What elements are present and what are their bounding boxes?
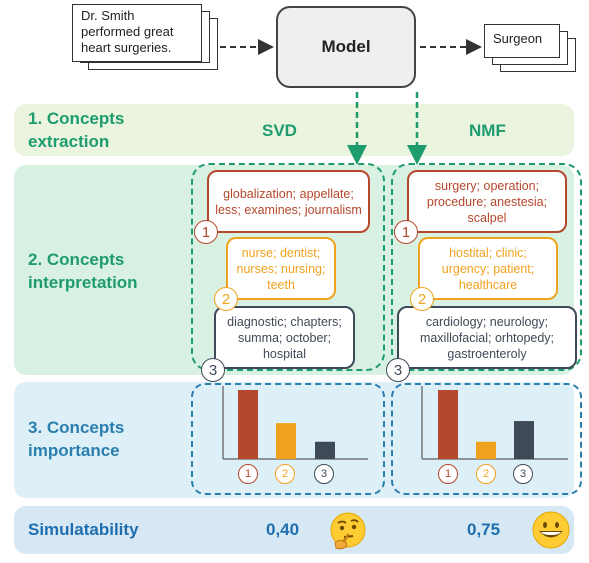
nmf-bar-3	[514, 421, 534, 459]
nmf-concept-1: surgery; operation; procedure; anestesia…	[407, 170, 567, 233]
nmf-simulatability-value: 0,75	[467, 520, 501, 539]
nmf-rank-1-badge: 1	[394, 220, 418, 244]
output-text: Surgeon	[493, 31, 543, 46]
svd-importance-box	[191, 383, 385, 495]
svd-bar-2	[276, 423, 296, 459]
svd-bar-label-2: 2	[275, 464, 295, 484]
model-box: Model	[276, 6, 416, 88]
svd-concept-2: nurse; dentist; nurses; nursing; teeth	[226, 237, 336, 300]
svd-concept-1: globalization; appellate; less; examines…	[207, 170, 370, 233]
interpretation-title: 2. Concepts interpretation	[28, 250, 138, 292]
svd-rank-3-badge: 3	[201, 358, 225, 382]
svd-bar-1	[238, 390, 258, 459]
method-svd-label: SVD	[262, 121, 297, 140]
svd-bar-3	[315, 441, 335, 459]
nmf-concepts-column	[391, 163, 582, 371]
svd-concept-3: diagnostic; chapters; summa; october; ho…	[214, 306, 355, 369]
svd-rank-1-badge: 1	[194, 220, 218, 244]
input-text: Dr. Smith performed great heart surgerie…	[81, 8, 174, 55]
nmf-importance-chart	[421, 386, 568, 460]
nmf-bar-label-3: 3	[513, 464, 533, 484]
svd-simulatability-value: 0,40	[266, 520, 300, 539]
grinning-face-icon	[532, 511, 570, 549]
nmf-concept-2: hostital; clinic; urgency; patient; heal…	[418, 237, 558, 300]
svd-bar-label-1: 1	[238, 464, 258, 484]
simulatability-title: Simulatability	[28, 520, 139, 539]
output-label: Surgeon	[484, 24, 560, 58]
svd-rank-2-badge: 2	[214, 287, 238, 311]
svd-bar-label-3: 3	[314, 464, 334, 484]
thinking-face-icon	[330, 512, 366, 550]
nmf-bar-1	[438, 390, 458, 459]
simulatability-band	[14, 506, 574, 554]
method-nmf-label: NMF	[469, 121, 506, 140]
nmf-importance-box	[391, 383, 582, 495]
svd-importance-chart	[222, 386, 368, 460]
extraction-band	[14, 104, 574, 156]
nmf-bar-label-1: 1	[438, 464, 458, 484]
nmf-rank-2-badge: 2	[410, 287, 434, 311]
input-document: Dr. Smith performed great heart surgerie…	[72, 4, 202, 62]
model-label: Model	[321, 37, 371, 56]
importance-title: 3. Concepts importance	[28, 418, 125, 460]
svd-concepts-column	[191, 163, 385, 371]
extraction-title: 1. Concepts extraction	[28, 109, 125, 151]
nmf-rank-3-badge: 3	[386, 358, 410, 382]
nmf-bar-label-2: 2	[476, 464, 496, 484]
nmf-bar-2	[476, 441, 496, 459]
nmf-concept-3: cardiology; neurology; maxillofacial; or…	[397, 306, 577, 369]
